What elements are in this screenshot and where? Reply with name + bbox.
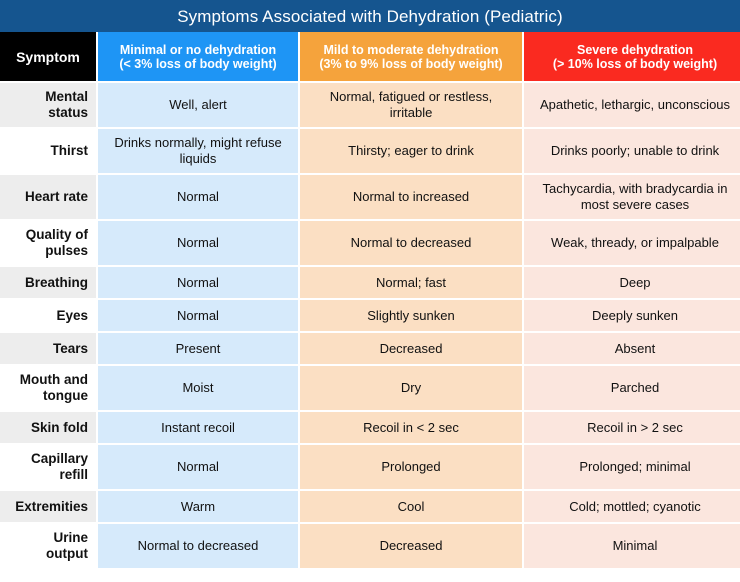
cell-minimal: Warm xyxy=(98,491,298,522)
cell-moderate: Cool xyxy=(300,491,522,522)
column-header-minimal-line2: (< 3% loss of body weight) xyxy=(119,56,277,71)
cell-minimal: Drinks normally, might refuse liquids xyxy=(98,129,298,173)
row-label: Skin fold xyxy=(0,412,96,443)
column-header-moderate-line2: (3% to 9% loss of body weight) xyxy=(319,56,503,71)
cell-severe: Cold; mottled; cyanotic xyxy=(524,491,740,522)
cell-severe: Absent xyxy=(524,333,740,364)
row-label: Capillary refill xyxy=(0,445,96,489)
row-label: Breathing xyxy=(0,267,96,298)
row-label: Urine output xyxy=(0,524,96,568)
cell-moderate: Recoil in < 2 sec xyxy=(300,412,522,443)
column-header-minimal: Minimal or no dehydration (< 3% loss of … xyxy=(98,32,298,81)
table-title-bar: Symptoms Associated with Dehydration (Pe… xyxy=(0,0,740,32)
cell-moderate: Slightly sunken xyxy=(300,300,522,331)
row-label: Quality of pulses xyxy=(0,221,96,265)
cell-moderate: Decreased xyxy=(300,333,522,364)
table-grid: Symptom Minimal or no dehydration (< 3% … xyxy=(0,32,740,582)
cell-moderate: Decreased xyxy=(300,524,522,568)
page-title: Symptoms Associated with Dehydration (Pe… xyxy=(177,6,563,26)
cell-severe: Drinks poorly; unable to drink xyxy=(524,129,740,173)
cell-severe: Tachycardia, with bradycardia in most se… xyxy=(524,175,740,219)
cell-minimal: Instant recoil xyxy=(98,412,298,443)
cell-minimal: Normal xyxy=(98,175,298,219)
cell-minimal: Normal xyxy=(98,445,298,489)
row-label: Heart rate xyxy=(0,175,96,219)
cell-moderate: Normal to increased xyxy=(300,175,522,219)
cell-moderate: Prolonged xyxy=(300,445,522,489)
row-label: Extremities xyxy=(0,491,96,522)
cell-severe: Recoil in > 2 sec xyxy=(524,412,740,443)
cell-moderate: Normal, fatigued or restless, irritable xyxy=(300,83,522,127)
column-header-minimal-line1: Minimal or no dehydration xyxy=(119,42,277,57)
column-header-severe: Severe dehydration (> 10% loss of body w… xyxy=(524,32,740,81)
cell-moderate: Thirsty; eager to drink xyxy=(300,129,522,173)
cell-minimal: Present xyxy=(98,333,298,364)
column-header-symptom: Symptom xyxy=(0,32,96,81)
cell-minimal: Normal xyxy=(98,267,298,298)
cell-severe: Deeply sunken xyxy=(524,300,740,331)
cell-severe: Apathetic, lethargic, unconscious xyxy=(524,83,740,127)
column-header-severe-line2: (> 10% loss of body weight) xyxy=(552,56,718,71)
cell-moderate: Normal; fast xyxy=(300,267,522,298)
row-label: Tears xyxy=(0,333,96,364)
cell-severe: Minimal xyxy=(524,524,740,568)
cell-severe: Deep xyxy=(524,267,740,298)
cell-minimal: Normal xyxy=(98,221,298,265)
column-header-moderate: Mild to moderate dehydration (3% to 9% l… xyxy=(300,32,522,81)
row-label: Mouth and tongue xyxy=(0,366,96,410)
row-label: Eyes xyxy=(0,300,96,331)
cell-severe: Parched xyxy=(524,366,740,410)
cell-minimal: Normal to decreased xyxy=(98,524,298,568)
cell-minimal: Normal xyxy=(98,300,298,331)
cell-moderate: Dry xyxy=(300,366,522,410)
column-header-symptom-label: Symptom xyxy=(16,48,80,65)
cell-minimal: Moist xyxy=(98,366,298,410)
column-header-severe-line1: Severe dehydration xyxy=(576,42,693,57)
column-header-moderate-line1: Mild to moderate dehydration xyxy=(323,42,499,57)
cell-minimal: Well, alert xyxy=(98,83,298,127)
row-label: Thirst xyxy=(0,129,96,173)
row-label: Mental status xyxy=(0,83,96,127)
cell-severe: Weak, thready, or impalpable xyxy=(524,221,740,265)
cell-moderate: Normal to decreased xyxy=(300,221,522,265)
cell-severe: Prolonged; minimal xyxy=(524,445,740,489)
